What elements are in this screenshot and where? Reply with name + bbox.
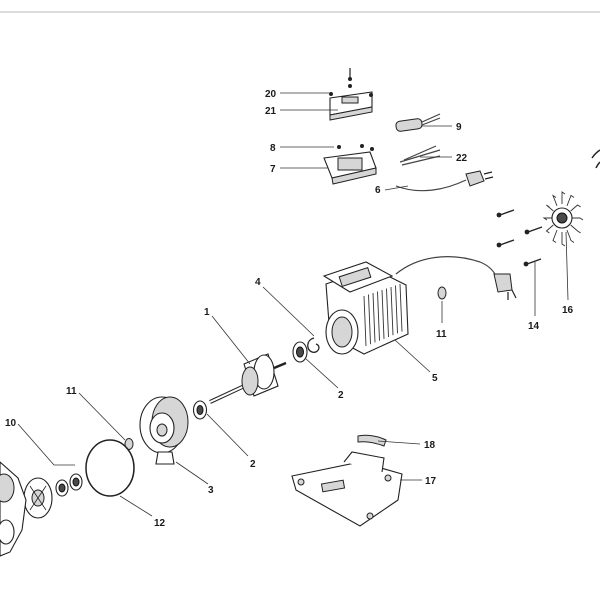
partial-part-right-edge	[591, 149, 600, 159]
terminal-box-cover	[329, 91, 373, 121]
motor-cooling-fin	[395, 285, 398, 334]
callout-20: 20	[265, 89, 277, 100]
motor-cooling-fin	[377, 291, 380, 341]
o-ring	[85, 439, 135, 497]
motor-cooling-fin	[372, 292, 376, 343]
callout-10: 10	[5, 418, 17, 429]
wires	[399, 145, 441, 166]
seal-ring-lower	[124, 438, 134, 450]
fan-blade	[542, 217, 552, 221]
callout-14: 14	[528, 321, 540, 332]
callout-12: 12	[154, 518, 166, 529]
callout-labels: 20 21 9 8 7 22 6 16 14 11 5 4 2 1 2 3 11…	[5, 89, 574, 529]
callout-11-upper: 11	[436, 329, 447, 340]
callout-9: 9	[456, 122, 462, 133]
callout-18: 18	[424, 440, 436, 451]
bearing-upper	[292, 341, 308, 363]
fan-blade	[572, 217, 584, 221]
fixing-screws	[496, 209, 543, 267]
motor-cooling-fin	[381, 289, 385, 339]
pump-flange	[139, 396, 189, 465]
motor-cooling-fin	[390, 286, 394, 336]
fan-blade	[545, 224, 554, 234]
motor-cooling-fin	[386, 288, 389, 338]
callout-7: 7	[270, 164, 276, 175]
capacitor	[395, 113, 441, 132]
fan-blade	[570, 204, 581, 212]
fan-blade	[546, 204, 554, 212]
callout-3: 3	[208, 485, 214, 496]
fan-blade	[566, 194, 575, 207]
callout-5: 5	[432, 373, 438, 384]
pump-body	[0, 461, 27, 557]
fan-blade	[561, 191, 566, 204]
power-cable	[395, 170, 494, 192]
callout-2-lower: 2	[250, 459, 256, 470]
callout-6: 6	[375, 185, 381, 196]
impeller	[23, 477, 53, 519]
callout-17: 17	[425, 476, 437, 487]
bearing-lower	[192, 400, 208, 420]
motor-housing	[322, 261, 409, 355]
terminal-box	[323, 144, 377, 185]
cover-screws	[329, 68, 373, 97]
callout-22: 22	[456, 153, 468, 164]
fan-blade	[570, 224, 581, 234]
callout-8: 8	[270, 143, 276, 154]
mechanical-seal	[55, 473, 83, 497]
rotor-shaft	[209, 353, 287, 404]
seal-ring-upper	[437, 286, 447, 300]
callout-16: 16	[562, 305, 574, 316]
callout-2-upper: 2	[338, 390, 344, 401]
callout-11-lower: 11	[66, 386, 77, 397]
motor-cooling-fin	[368, 294, 371, 345]
callout-4: 4	[255, 277, 261, 288]
fan-blade	[552, 194, 558, 207]
cooling-fan	[542, 191, 584, 247]
fan-blade	[566, 229, 575, 243]
leader-lines	[17, 92, 569, 517]
fan-blade	[552, 229, 558, 243]
circlip	[307, 337, 320, 353]
callout-21: 21	[265, 106, 277, 117]
base-plate	[291, 451, 403, 527]
fan-blade	[561, 232, 566, 247]
callout-1: 1	[204, 307, 210, 318]
motor-power-cord	[395, 256, 517, 300]
rubber-pad	[357, 434, 387, 447]
motor-cooling-fin	[363, 295, 367, 347]
motor-cooling-fin	[399, 283, 403, 332]
